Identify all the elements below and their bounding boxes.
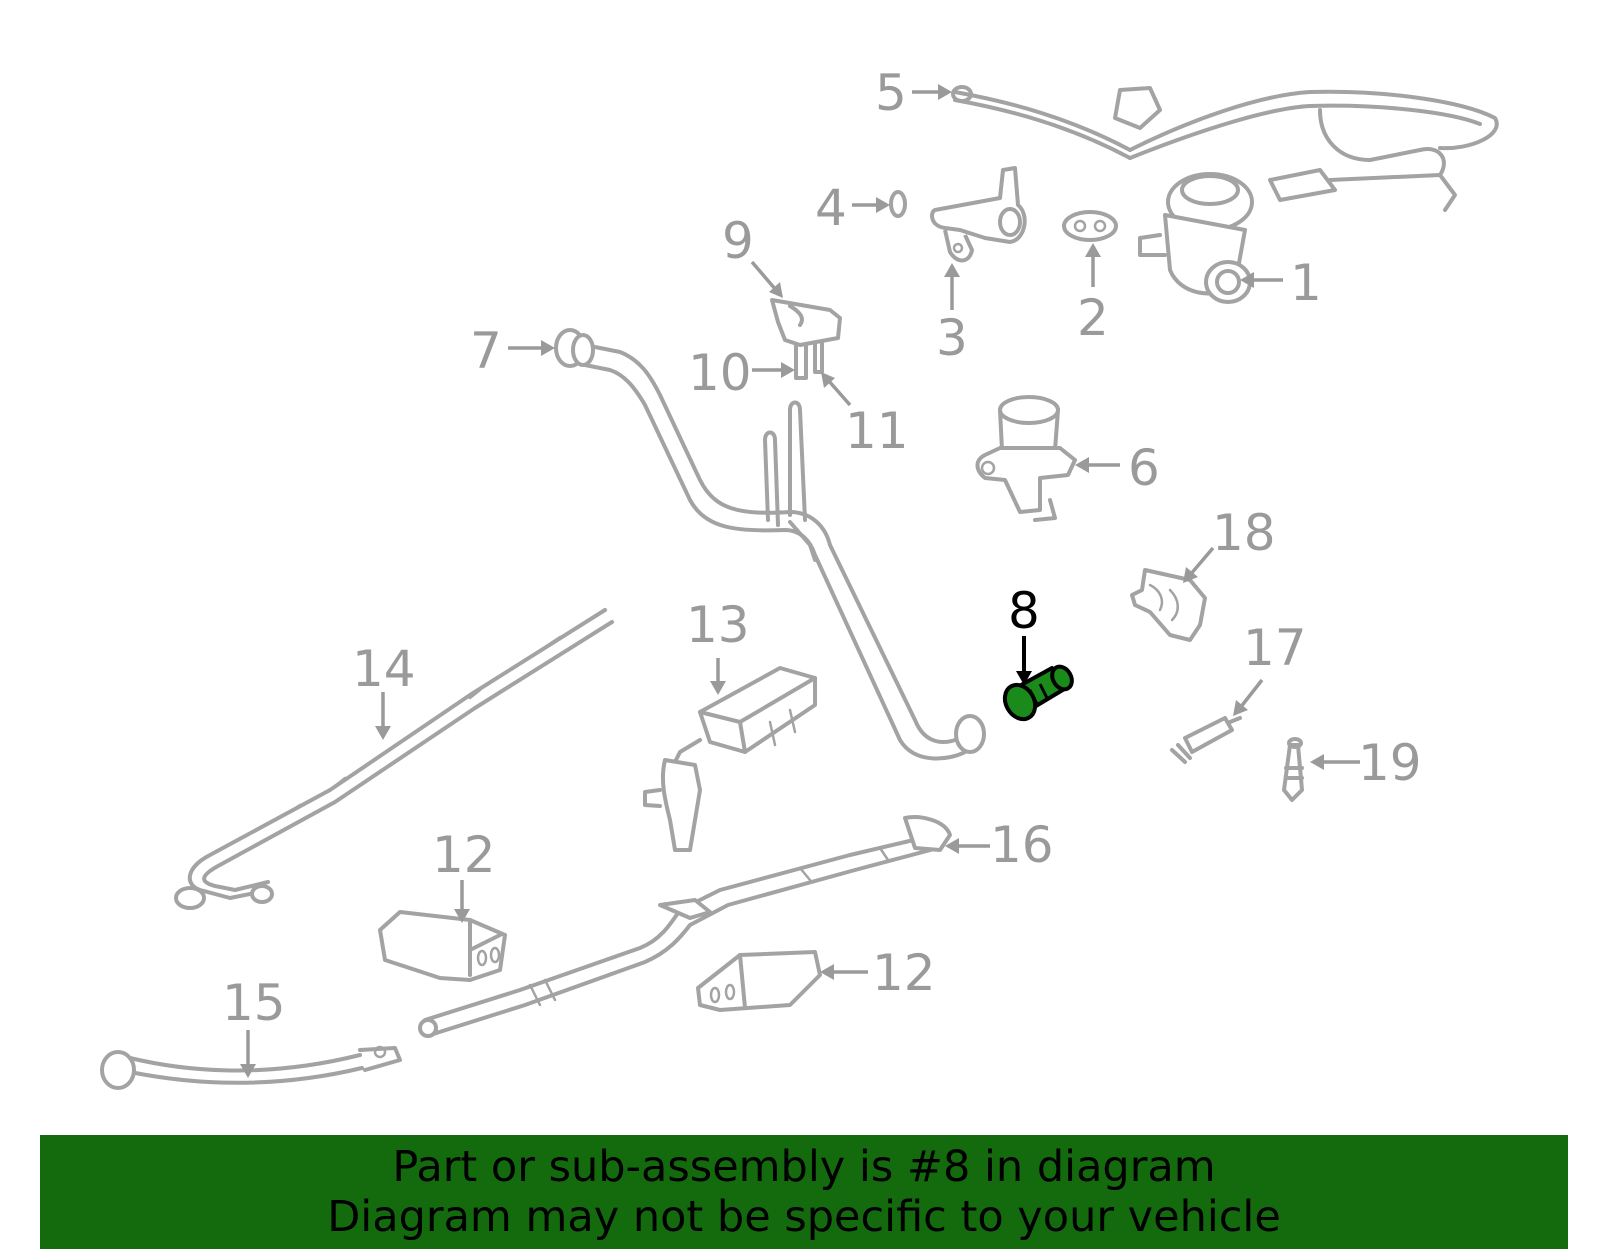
callout-3: 3 [936,309,968,367]
callout-10: 10 [688,344,752,402]
callout-1: 1 [1290,254,1322,312]
part-12-canister-b [696,950,822,1012]
part-18-cover [1130,568,1207,642]
part-3-bracket [930,166,1027,263]
callout-12b: 12 [872,944,936,1002]
callout-15: 15 [222,974,286,1032]
part-9-10-11-connector [770,298,842,380]
banner-line-disclaimer: Diagram may not be specific to your vehi… [327,1192,1281,1242]
callout-13: 13 [686,596,750,654]
part-14-hose [174,608,614,910]
part-1-egr-valve [1138,172,1254,304]
parts-diagram: 1 2 3 4 5 6 7 8 9 10 11 12 12 13 14 15 1… [100,64,1499,1090]
callout-16: 16 [990,816,1054,874]
callout-4: 4 [815,179,847,237]
callout-18: 18 [1212,504,1276,562]
callout-19: 19 [1358,734,1422,792]
callout-14: 14 [352,640,416,698]
part-6-solenoid [975,395,1077,522]
callout-7: 7 [470,322,502,380]
callout-labels: 1 2 3 4 5 6 7 8 9 10 11 12 12 13 14 15 1… [222,64,1422,1032]
callout-8: 8 [1008,582,1040,640]
callout-5: 5 [875,64,907,122]
callout-arrows [240,84,1360,1078]
part-5-wire-harness [951,85,1499,212]
part-7-pipe [554,328,986,761]
callout-12a: 12 [432,826,496,884]
callout-17: 17 [1243,619,1307,677]
part-12-canister-a [378,910,507,982]
part-13-canister [643,666,817,852]
part-8-pcv-valve-highlighted [1002,664,1074,722]
part-4-o-ring [889,190,907,218]
part-19-sensor [1282,737,1304,802]
callout-11: 11 [845,402,909,460]
part-15-hose [100,1045,402,1090]
part-17-sensor [1170,716,1242,764]
part-2-gasket [1062,210,1118,242]
callout-6: 6 [1128,439,1160,497]
callout-9: 9 [722,212,754,270]
part-16-pipe [418,815,952,1038]
info-banner: Part or sub-assembly is #8 in diagram Di… [40,1135,1568,1249]
banner-line-part: Part or sub-assembly is #8 in diagram [392,1142,1216,1192]
callout-2: 2 [1077,289,1109,347]
